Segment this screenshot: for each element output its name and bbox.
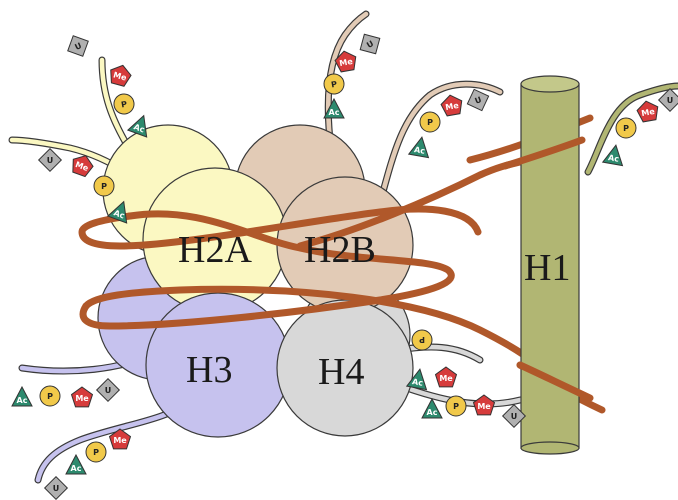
ubiquitin-mark: U	[359, 33, 381, 55]
phospho-mark: P	[419, 111, 441, 133]
acetyl-mark: Ac	[11, 385, 33, 407]
methyl-mark: Me	[108, 428, 132, 450]
svg-text:Me: Me	[641, 107, 656, 118]
ubiquitin-mark: U	[657, 87, 678, 113]
acetyl-mark: Ac	[323, 97, 345, 119]
dna-strand-lower-wrap	[82, 285, 549, 374]
svg-text:P: P	[120, 100, 127, 110]
phospho-mark: P	[445, 395, 467, 417]
svg-text:P: P	[453, 402, 459, 411]
methyl-mark: Me	[72, 155, 94, 178]
phospho-mark: P	[113, 93, 135, 115]
svg-text:Ac: Ac	[607, 153, 620, 164]
methyl-mark: Me	[110, 64, 132, 87]
dna-strand-front-h1-lower	[516, 361, 594, 402]
acetyl-mark: Ac	[106, 200, 128, 224]
svg-text:P: P	[419, 335, 425, 344]
svg-text:P: P	[47, 392, 53, 401]
svg-text:P: P	[427, 118, 433, 127]
h4-label: H4	[318, 351, 364, 393]
acetyl-mark: Ac	[126, 114, 148, 138]
svg-text:U: U	[474, 95, 483, 106]
h3-label: H3	[186, 349, 232, 391]
svg-text:Ac: Ac	[132, 122, 146, 134]
svg-text:U: U	[47, 156, 54, 165]
ubiquitin-mark: U	[43, 475, 69, 500]
svg-text:P: P	[623, 124, 629, 133]
svg-text:Me: Me	[113, 436, 127, 445]
svg-text:Ac: Ac	[413, 145, 426, 156]
h2b-label: H2B	[304, 229, 376, 271]
methyl-mark: Me	[70, 386, 94, 408]
phospho-mark: P	[615, 117, 637, 139]
ubiquitin-mark: U	[466, 88, 490, 112]
svg-text:Me: Me	[339, 57, 354, 68]
svg-text:Me: Me	[439, 374, 453, 383]
h1-label: H1	[524, 247, 570, 289]
acetyl-mark: Ac	[407, 136, 430, 159]
methyl-mark: Me	[472, 394, 496, 416]
svg-text:U: U	[511, 412, 518, 421]
svg-text:U: U	[667, 96, 674, 105]
ubiquitin-mark: U	[501, 403, 527, 429]
svg-text:P: P	[93, 448, 99, 457]
svg-text:Me: Me	[477, 402, 491, 411]
acetyl-mark: Ac	[421, 397, 443, 419]
ubiquitin-mark: U	[95, 377, 121, 403]
svg-text:U: U	[73, 41, 83, 52]
svg-text:Me: Me	[445, 101, 460, 112]
h2a-label: H2A	[178, 229, 252, 271]
phospho-mark: P	[323, 73, 345, 95]
svg-text:Me: Me	[75, 394, 89, 403]
dna-strand-upper-wrap	[78, 205, 482, 250]
h1-tail	[585, 83, 678, 175]
svg-text:U: U	[53, 484, 60, 493]
svg-text:Ac: Ac	[411, 377, 424, 388]
methyl-mark: Me	[334, 50, 357, 73]
phospho-mark: P	[93, 175, 115, 197]
svg-text:Ac: Ac	[427, 408, 438, 417]
acetyl-mark: Ac	[601, 144, 624, 167]
methyl-mark: Me	[440, 94, 463, 117]
methyl-mark: Me	[636, 100, 659, 123]
phospho-mark: P	[39, 385, 61, 407]
h4-front-lobe	[276, 299, 414, 437]
dna-strand-front-h1-upper	[501, 136, 586, 170]
svg-text:Me: Me	[74, 160, 90, 173]
acetyl-mark: Ac	[405, 368, 428, 391]
svg-text:Ac: Ac	[17, 396, 28, 405]
ubiquitin-mark: U	[67, 35, 89, 57]
phospho-mark: P	[411, 329, 433, 351]
svg-text:U: U	[105, 386, 112, 395]
phospho-mark: P	[85, 441, 107, 463]
svg-text:Me: Me	[112, 70, 128, 82]
svg-text:Ac: Ac	[329, 108, 340, 117]
methyl-mark: Me	[434, 366, 458, 388]
h2b-tail-right	[375, 81, 503, 213]
ubiquitin-mark: U	[37, 147, 63, 173]
svg-text:Ac: Ac	[71, 464, 82, 473]
svg-text:P: P	[101, 182, 107, 191]
dna-strand-middle-wrap	[79, 210, 455, 330]
svg-text:P: P	[330, 80, 337, 90]
svg-text:U: U	[365, 39, 375, 50]
svg-text:Ac: Ac	[112, 208, 126, 220]
acetyl-mark: Ac	[65, 453, 87, 475]
